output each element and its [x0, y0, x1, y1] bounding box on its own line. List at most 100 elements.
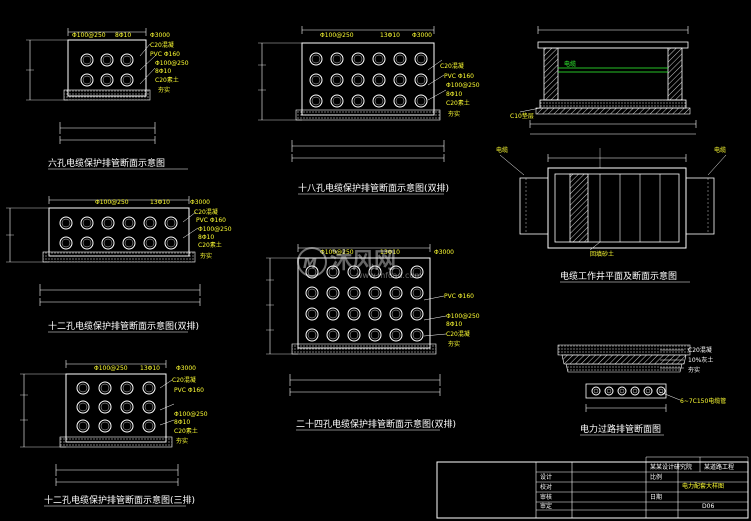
pipe-hole-inner [332, 75, 342, 85]
road-pipe-hole-inner [619, 388, 625, 394]
twentyfour-rebar-a-label: Φ100@250 [446, 313, 480, 320]
twelve-double-section: Φ100@250 13Φ10 Φ3000 C20混凝 PVC Φ160 Φ100… [6, 196, 232, 333]
road-crossing-title: 电力过路排管断面图 [580, 423, 661, 435]
pipe-hole-inner [166, 218, 176, 228]
pipe-hole-inner [332, 96, 342, 106]
pipe-hole-inner [122, 75, 132, 85]
eighteen-pvc-label: PVC Φ160 [444, 73, 474, 80]
pipe-hole-inner [391, 309, 401, 319]
pipe-hole [80, 73, 94, 87]
pipe-hole [326, 286, 340, 300]
twelve-double-pvc-label: PVC Φ160 [196, 217, 226, 224]
pipe-hole [76, 381, 90, 395]
pipe-hole [351, 52, 365, 66]
watermark-logo: M [297, 247, 327, 277]
tb-date: 日期 [650, 493, 662, 501]
pipe-hole-inner [166, 238, 176, 248]
pipe-hole-inner [82, 218, 92, 228]
pipe-hole [347, 265, 361, 279]
twelve-double-ground-label: 夯实 [200, 252, 212, 260]
twelve-triple-c20-label: C20混凝 [172, 376, 196, 384]
road-pipe-row-label: 6~7C150电缆管 [680, 397, 726, 405]
tb-review: 审核 [540, 493, 552, 501]
road-pipe-hole-inner [658, 388, 664, 394]
pipe-hole-inner [61, 218, 71, 228]
six-hole-section: Φ100@250 8Φ10 Φ3000 C20混凝 PVC Φ160 Φ100@… [26, 28, 189, 170]
twentyfour-rebar-b-label: 8Φ10 [446, 321, 462, 328]
pipe-hole-inner [122, 55, 132, 65]
watermark-brand: 沐风网 [330, 249, 396, 274]
twentyfour-ground-label: 夯实 [448, 340, 460, 348]
pipe-hole [393, 94, 407, 108]
twelve-double-c20-label: C20混凝 [194, 208, 218, 216]
pipe-hole-inner [307, 288, 317, 298]
pipe-hole [120, 73, 134, 87]
six-rebar-b-label: 8Φ10 [155, 68, 171, 75]
pipe-hole [351, 94, 365, 108]
pipe-hole-inner [124, 218, 134, 228]
pipe-hole [122, 236, 136, 250]
twelve-double-spacing-label: Φ100@250 [95, 199, 129, 206]
pipe-hole-inner [103, 218, 113, 228]
pipe-hole [59, 216, 73, 230]
well-elevation: 电缆 C10垫层 [510, 26, 697, 135]
pipe-hole-inner [374, 54, 384, 64]
pipe-hole [393, 52, 407, 66]
tb-approve: 审定 [540, 502, 552, 510]
tb-project-name: 某道路工程 [704, 463, 734, 471]
pipe-hole [76, 400, 90, 414]
pipe-hole [414, 94, 428, 108]
pipe-hole-inner [412, 309, 422, 319]
pipe-hole [326, 328, 340, 342]
pipe-hole [389, 307, 403, 321]
watermark-url: www.mfcad.com [356, 271, 422, 280]
pipe-hole-inner [395, 75, 405, 85]
pipe-hole-inner [78, 383, 88, 393]
watermark: M 沐风网 www.mfcad.com [297, 247, 422, 280]
pipe-hole-inner [103, 238, 113, 248]
pipe-hole [410, 328, 424, 342]
tb-design: 设计 [540, 473, 552, 481]
pipe-hole [305, 265, 319, 279]
twelve-triple-spacing-label: Φ100@250 [94, 365, 128, 372]
pipe-hole [80, 53, 94, 67]
pipe-hole [142, 400, 156, 414]
pipe-hole [120, 381, 134, 395]
well-plan-cable-right: 电缆 [714, 146, 726, 154]
pipe-hole-inner [102, 75, 112, 85]
pipe-hole-inner [311, 75, 321, 85]
pipe-hole-inner [412, 330, 422, 340]
pipe-hole [101, 236, 115, 250]
pipe-hole [101, 216, 115, 230]
road-pipe-hole [630, 386, 640, 396]
pipe-hole-inner [122, 383, 132, 393]
twelve-double-title: 十二孔电缆保护排管断面示意图(双排) [48, 320, 199, 332]
pipe-hole-inner [307, 309, 317, 319]
pipe-hole [309, 73, 323, 87]
pipe-hole-inner [61, 238, 71, 248]
pipe-hole-inner [370, 288, 380, 298]
six-c20-short-label: C20素土 [155, 76, 179, 84]
pipe-hole-inner [416, 75, 426, 85]
twenty-four-hole-title: 二十四孔电缆保护排管断面示意图(双排) [296, 418, 456, 430]
pipe-hole-inner [416, 96, 426, 106]
pipe-hole [347, 286, 361, 300]
pipe-hole [100, 73, 114, 87]
road-c20-label: C20混凝 [688, 346, 712, 354]
pipe-hole-inner [412, 288, 422, 298]
twentyfour-bar-label: 13Φ10 [380, 249, 400, 256]
twelve-double-bar-label: 13Φ10 [150, 199, 170, 206]
pipe-hole [393, 73, 407, 87]
pipe-hole-inner [82, 75, 92, 85]
pipe-hole-inner [122, 402, 132, 412]
twelve-double-stirrup-label: Φ3000 [190, 199, 210, 206]
pipe-hole [410, 307, 424, 321]
pipe-hole-inner [332, 54, 342, 64]
pipe-hole-inner [328, 309, 338, 319]
pipe-hole-inner [78, 421, 88, 431]
pipe-hole-inner [391, 330, 401, 340]
pipe-hole-inner [100, 383, 110, 393]
pipe-hole-inner [416, 54, 426, 64]
pipe-hole-inner [100, 421, 110, 431]
pipe-hole [351, 73, 365, 87]
